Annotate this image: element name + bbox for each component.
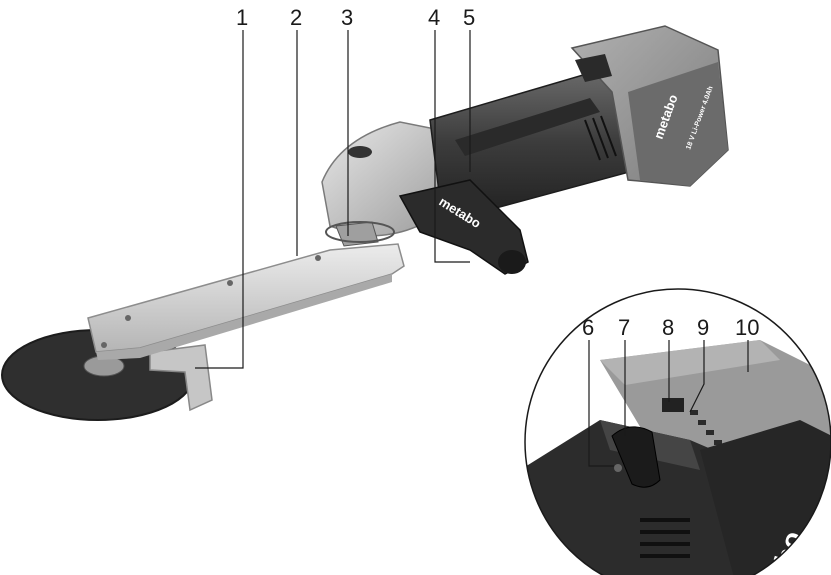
clamping-lever <box>335 221 379 247</box>
zoom-button-8 <box>662 398 684 412</box>
callout-numbers: 1 2 3 4 5 6 7 8 9 10 <box>236 5 759 340</box>
callout-7: 7 <box>618 315 630 340</box>
leader-6 <box>588 340 614 467</box>
grinder-tool: metabo 18 V Li-Power 4.0Ah metabo <box>1 25 729 421</box>
callout-5: 5 <box>463 5 475 30</box>
zoom-led-strip <box>690 410 722 445</box>
vent-slots <box>584 115 617 161</box>
callout-4: 4 <box>428 5 440 30</box>
leader-1 <box>195 30 244 369</box>
callout-9: 9 <box>697 315 709 340</box>
callout-8: 8 <box>662 315 674 340</box>
callout-3: 3 <box>341 5 353 30</box>
callout-6: 6 <box>582 315 594 340</box>
callout-1: 1 <box>236 5 248 30</box>
leader-lines <box>195 30 471 369</box>
zoom-indicator-6 <box>614 464 622 472</box>
guide-arm <box>87 243 405 353</box>
leader-4 <box>434 30 470 263</box>
zoom-detail: ibo <box>524 288 831 575</box>
callout-2: 2 <box>290 5 302 30</box>
guide-guard <box>149 344 213 412</box>
leader-9 <box>689 340 705 413</box>
spindle-lock-button <box>348 146 372 158</box>
callout-10: 10 <box>735 315 759 340</box>
